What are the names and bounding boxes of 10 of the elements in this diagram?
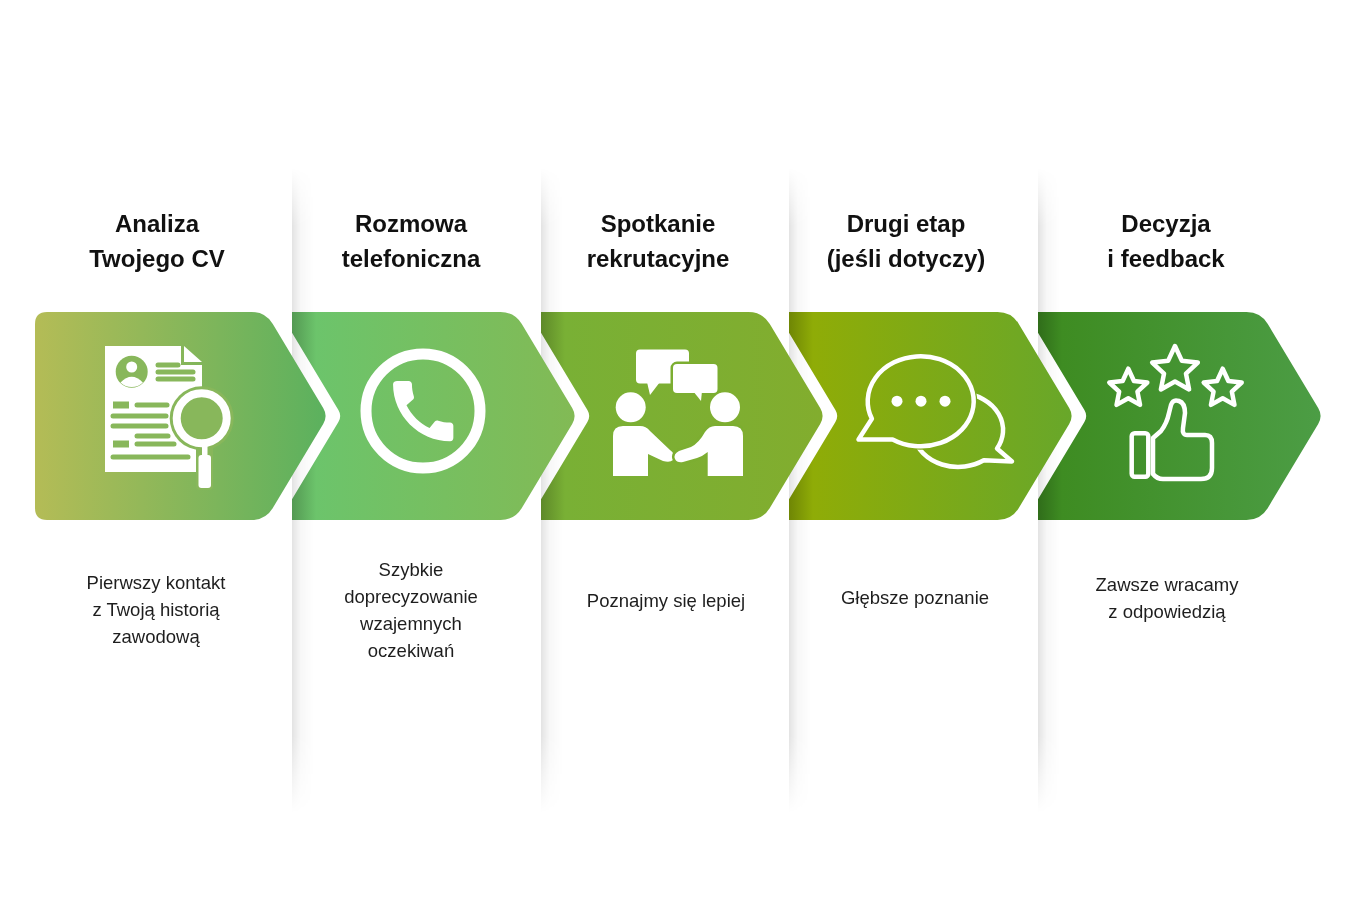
step-description: Głębsze poznanie	[840, 585, 990, 610]
step-description: Szybkie doprecyzowanie wzajemnych oczekiwań	[344, 557, 478, 663]
step-description: Zawsze wracamy z odpowiedzią	[1095, 572, 1239, 624]
step-title: Rozmowa telefoniczna	[341, 208, 481, 274]
step-description: Pierwszy kontakt z Twoją historią zawodową	[86, 570, 226, 649]
step-title: Analiza Twojego CV	[89, 208, 225, 274]
step-title: Decyzja i feedback	[1107, 208, 1225, 274]
step-title: Drugi etap (jeśli dotyczy)	[826, 208, 986, 274]
step-description: Poznajmy się lepiej	[586, 588, 746, 613]
step-title: Spotkanie rekrutacyjne	[586, 208, 730, 274]
